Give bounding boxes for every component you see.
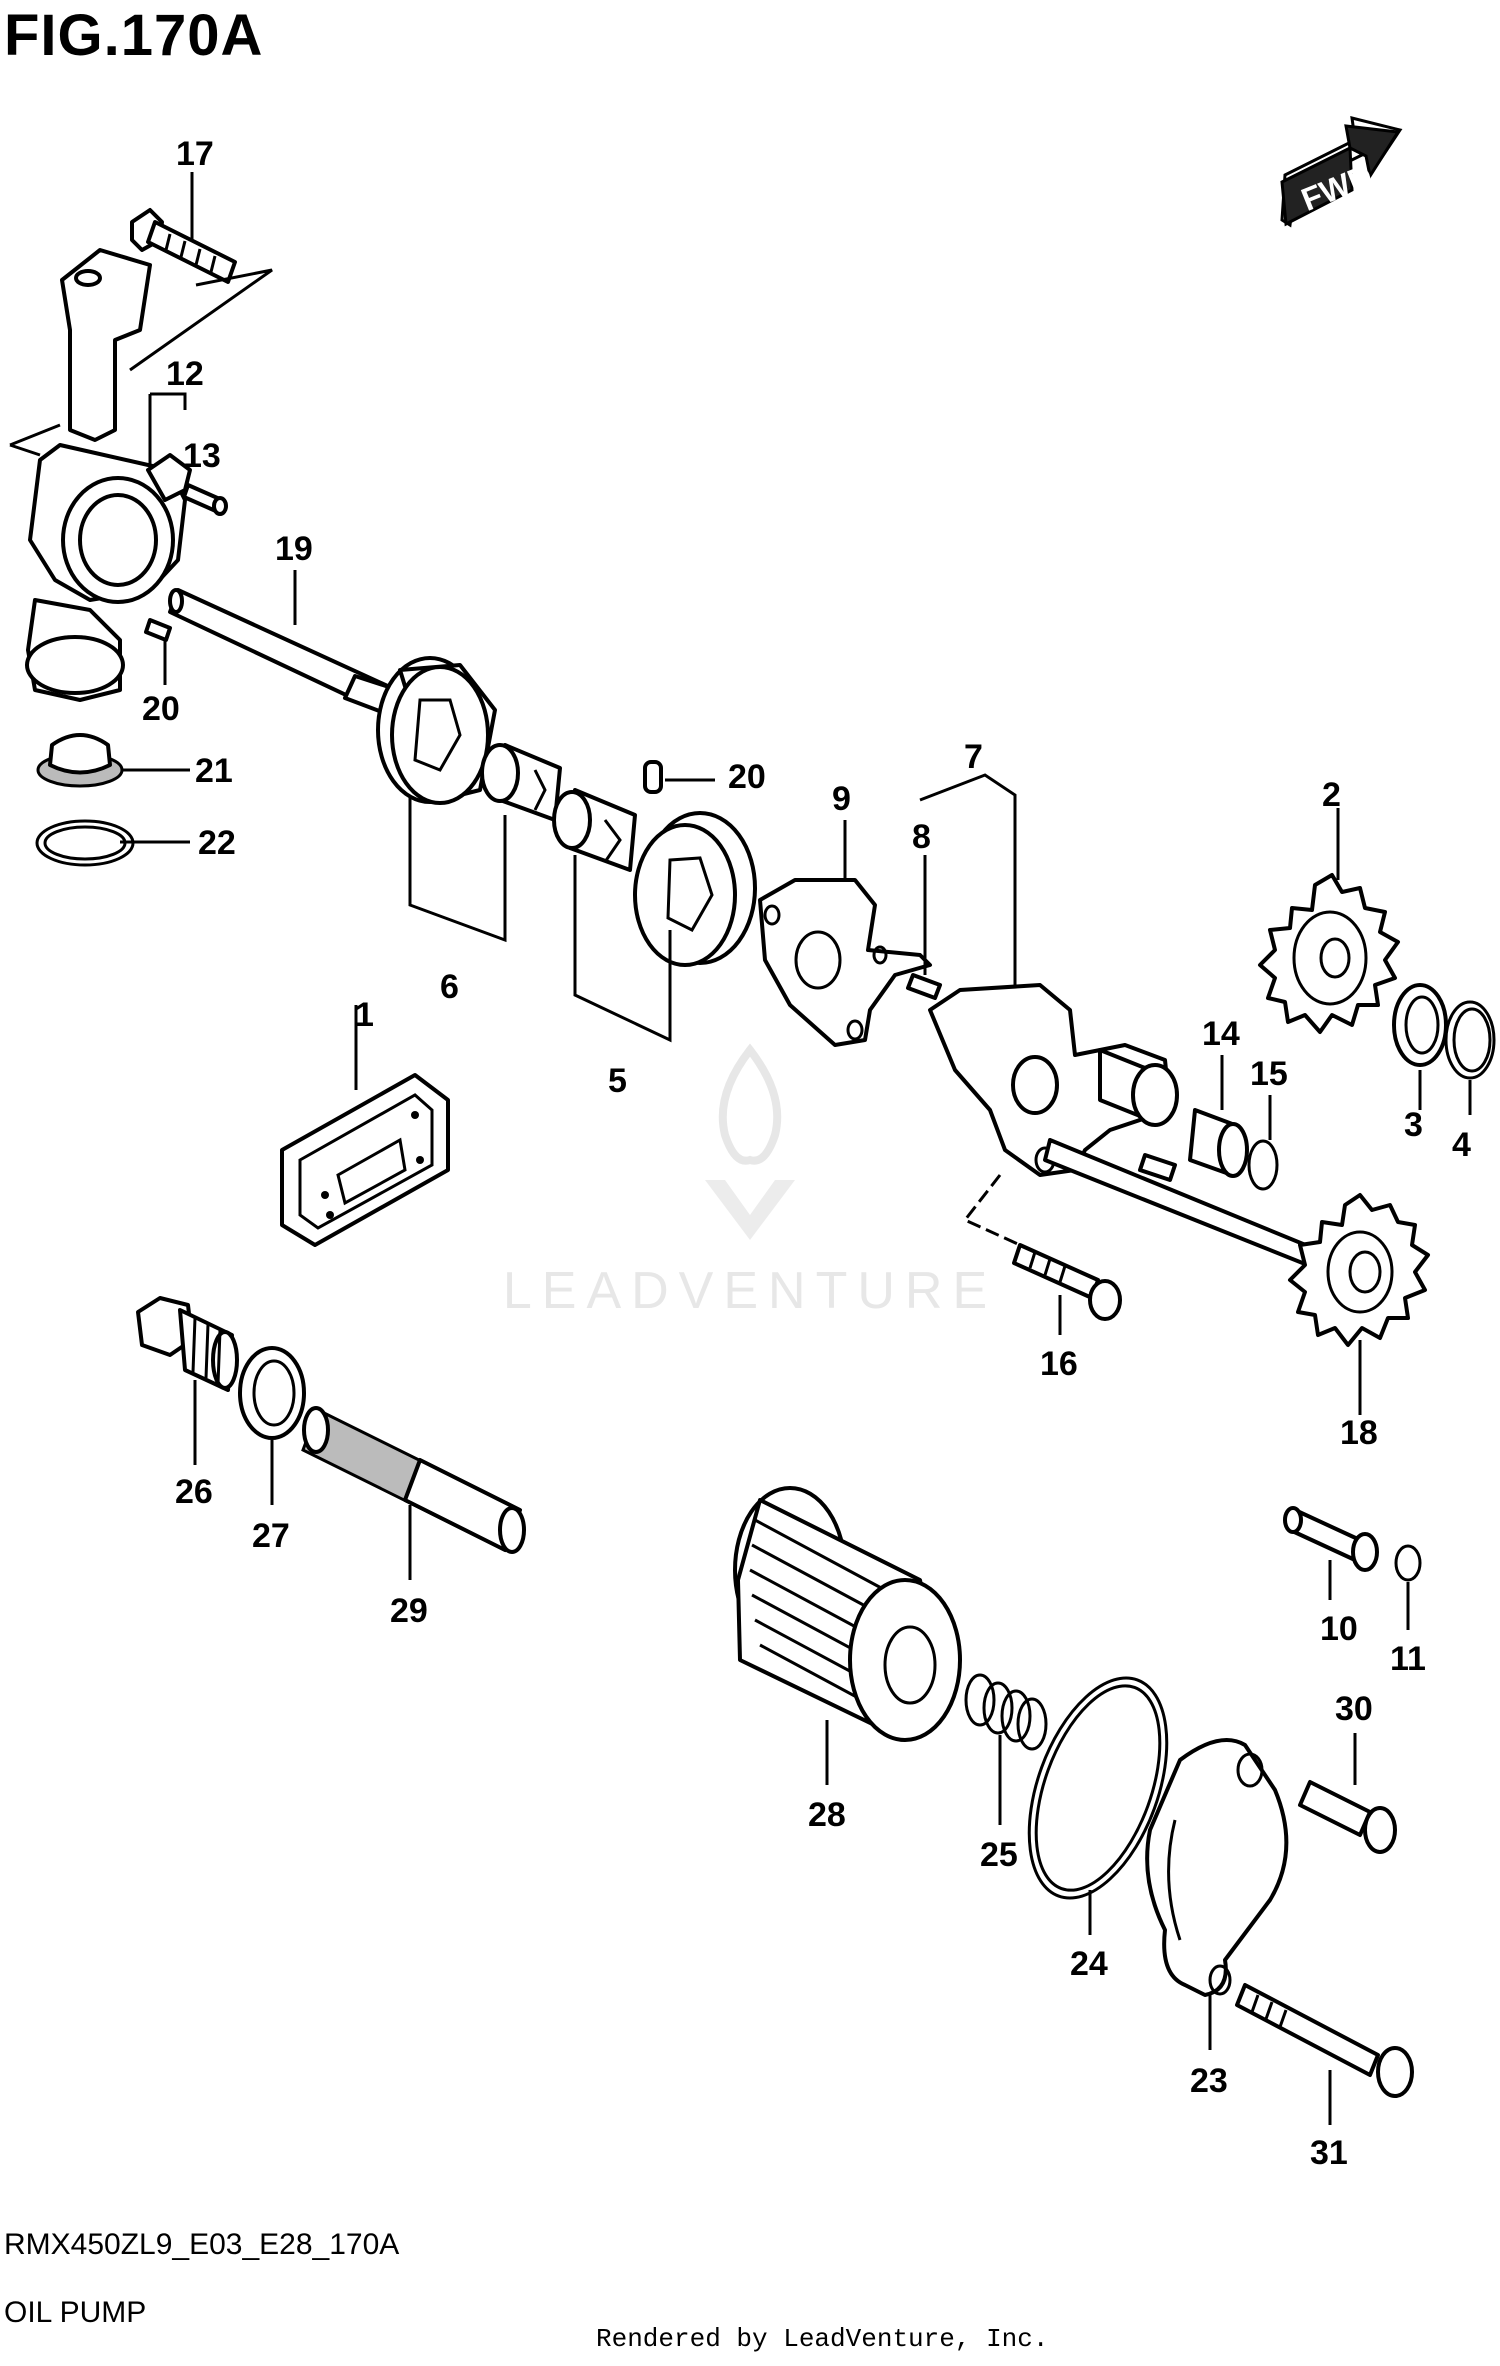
callout-28: 28 xyxy=(808,1796,846,1834)
pin-8 xyxy=(906,973,942,1000)
callout-9: 9 xyxy=(832,780,851,818)
gear-2 xyxy=(1258,873,1400,1034)
bushing-14 xyxy=(1188,1108,1249,1178)
leader-lines xyxy=(9,172,1472,2125)
pump-body-7 xyxy=(928,983,1179,1177)
callout-3: 3 xyxy=(1404,1106,1423,1144)
outer-rotor-6 xyxy=(376,656,497,805)
dowel-pin-13 xyxy=(182,483,228,516)
callout-6: 6 xyxy=(440,968,459,1006)
circlip-22 xyxy=(35,819,135,867)
callout-4: 4 xyxy=(1452,1126,1471,1164)
gear-shaft-18 xyxy=(1043,1138,1430,1347)
callout-11: 11 xyxy=(1390,1640,1426,1678)
callout-14: 14 xyxy=(1202,1015,1240,1053)
callout-23: 23 xyxy=(1190,2062,1228,2100)
callout-1: 1 xyxy=(355,996,374,1034)
model-code: RMX450ZL9_E03_E28_170A xyxy=(4,2228,400,2261)
callout-13: 13 xyxy=(183,437,221,475)
strainer-cap-21 xyxy=(36,733,124,788)
callout-2: 2 xyxy=(1322,776,1341,814)
callout-27: 27 xyxy=(252,1517,290,1555)
callout-12: 12 xyxy=(166,355,204,393)
dowel-pin-20-mid xyxy=(643,760,663,794)
fwd-arrow-icon: FWD xyxy=(1280,116,1403,228)
dowel-pin-20-left xyxy=(144,618,172,642)
washer-27 xyxy=(238,1346,306,1440)
bolt-16 xyxy=(1012,1243,1122,1321)
callout-24: 24 xyxy=(1070,1945,1108,1983)
bolt-17 xyxy=(130,208,237,284)
callout-30: 30 xyxy=(1335,1690,1373,1728)
render-credit: Rendered by LeadVenture, Inc. xyxy=(596,2324,1049,2354)
callout-15: 15 xyxy=(1250,1055,1288,1093)
circlip-4 xyxy=(1444,1000,1496,1080)
watermark-flame-icon xyxy=(705,1043,795,1240)
watermark: LEADVENTURE xyxy=(480,1040,1020,1321)
callout-8: 8 xyxy=(912,818,931,856)
callout-17: 17 xyxy=(176,135,214,173)
filter-cover-23 xyxy=(1145,1738,1289,1997)
callout-16: 16 xyxy=(1040,1345,1078,1383)
callout-22: 22 xyxy=(198,824,236,862)
oil-filter-28 xyxy=(733,1486,962,1742)
strainer-housing-12 xyxy=(25,248,192,702)
o-ring-24 xyxy=(1027,1676,1169,1900)
section-name: OIL PUMP xyxy=(4,2296,147,2329)
callout-5: 5 xyxy=(608,1062,627,1100)
bolt-30 xyxy=(1298,1780,1397,1854)
figure-title: FIG.170A xyxy=(4,3,264,68)
callout-20-left: 20 xyxy=(142,690,180,728)
drain-plug-26 xyxy=(136,1296,239,1392)
callout-26: 26 xyxy=(175,1473,213,1511)
pump-plate-9 xyxy=(758,878,932,1047)
o-ring-15 xyxy=(1247,1139,1279,1191)
callout-19: 19 xyxy=(275,530,313,568)
callout-7: 7 xyxy=(964,738,983,776)
fitting-10 xyxy=(1283,1506,1379,1572)
callout-25: 25 xyxy=(980,1836,1018,1874)
gasket-1 xyxy=(280,1073,450,1247)
o-ring-11 xyxy=(1394,1544,1422,1582)
washer-3 xyxy=(1392,983,1448,1067)
watermark-text: LEADVENTURE xyxy=(502,1262,998,1320)
bolt-31 xyxy=(1235,1983,1414,2098)
spring-25 xyxy=(964,1673,1048,1751)
callout-labels: 17 12 13 19 20 21 22 6 5 20 9 8 7 2 3 4 … xyxy=(142,135,1471,2172)
inner-rotor-6 xyxy=(480,743,562,822)
callout-29: 29 xyxy=(390,1592,428,1630)
callout-10: 10 xyxy=(1320,1610,1358,1648)
inner-rotor-5 xyxy=(552,788,637,872)
shaft-19 xyxy=(168,588,394,714)
callout-31: 31 xyxy=(1310,2134,1348,2172)
callout-21: 21 xyxy=(195,752,233,790)
outer-rotor-5 xyxy=(633,811,757,967)
filter-screen-29 xyxy=(301,1406,526,1554)
callout-18: 18 xyxy=(1340,1414,1378,1452)
callout-20-mid: 20 xyxy=(728,758,766,796)
